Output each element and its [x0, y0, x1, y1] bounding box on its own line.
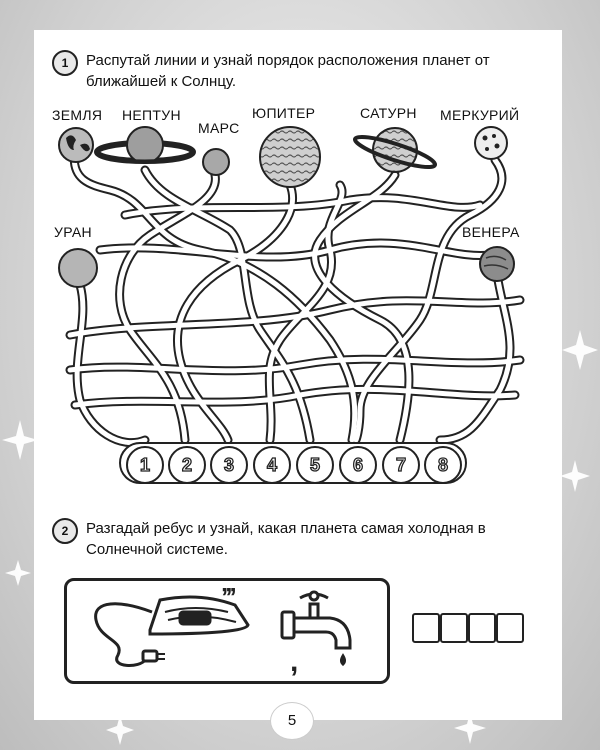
star-icon — [5, 560, 31, 586]
label-saturn: САТУРН — [360, 105, 417, 121]
mercury-planet — [474, 126, 508, 160]
label-venus: ВЕНЕРА — [462, 224, 520, 240]
earth-planet — [58, 127, 94, 163]
star-icon — [106, 715, 134, 745]
label-jupiter: ЮПИТЕР — [252, 105, 316, 121]
jupiter-planet — [259, 126, 321, 188]
task-1: 1 Распутай линии и узнай порядок располо… — [52, 50, 542, 92]
order-number-2: 2 — [168, 446, 206, 484]
label-uranus: УРАН — [54, 224, 92, 240]
label-neptune: НЕПТУН — [122, 107, 181, 123]
star-icon — [562, 330, 598, 370]
saturn-planet — [352, 127, 438, 173]
cord-and-plug-icon — [94, 602, 165, 667]
rebus-comma-bottom: , — [290, 645, 299, 678]
task-number-2: 2 — [52, 518, 78, 544]
task-2: 2 Разгадай ребус и узнай, какая планета … — [52, 518, 542, 560]
answer-cell-1[interactable] — [412, 613, 440, 643]
uranus-planet — [58, 248, 98, 288]
star-icon — [2, 420, 38, 460]
order-number-3: 3 — [210, 446, 248, 484]
mars-planet — [202, 148, 230, 176]
label-mars: МАРС — [198, 120, 240, 136]
order-number-5: 5 — [296, 446, 334, 484]
order-number-4: 4 — [253, 446, 291, 484]
numbers-track — [119, 442, 467, 484]
order-number-1: 1 — [126, 446, 164, 484]
venus-planet — [479, 246, 515, 282]
task-number-1: 1 — [52, 50, 78, 76]
answer-cell-2[interactable] — [440, 613, 468, 643]
iron-icon — [148, 595, 250, 636]
water-tap-icon — [280, 590, 352, 667]
answer-cell-4[interactable] — [496, 613, 524, 643]
star-icon — [454, 712, 486, 744]
answer-cell-3[interactable] — [468, 613, 496, 643]
neptune-planet — [94, 126, 196, 164]
star-icon — [560, 460, 590, 492]
task-2-instructions: Разгадай ребус и узнай, какая планета са… — [86, 520, 486, 558]
page-number: 5 — [270, 702, 314, 740]
order-number-8: 8 — [424, 446, 462, 484]
order-number-7: 7 — [382, 446, 420, 484]
rebus-commas-top: ’’’ — [221, 582, 237, 612]
label-earth: ЗЕМЛЯ — [52, 107, 103, 123]
order-number-6: 6 — [339, 446, 377, 484]
task-1-instructions: Распутай линии и узнай порядок расположе… — [86, 52, 490, 90]
label-mercury: МЕРКУРИЙ — [440, 107, 520, 123]
